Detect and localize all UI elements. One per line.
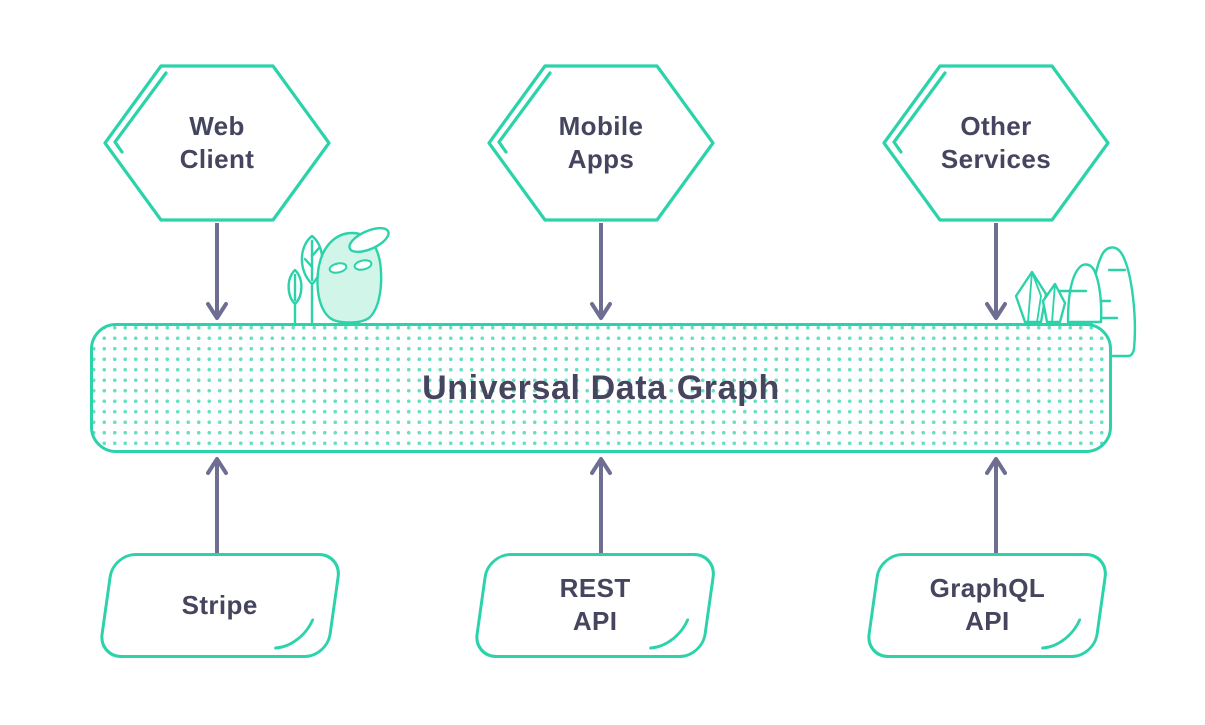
node-label: Stripe xyxy=(182,589,259,620)
hexagon-accent-line-icon xyxy=(113,71,168,154)
node-label: REST API xyxy=(559,573,631,637)
node-label: Other Services xyxy=(940,110,1052,174)
box-node-graphql-api: GraphQL API xyxy=(864,553,1110,658)
hexagon-node-mobile-apps: Mobile Apps xyxy=(486,62,716,224)
node-label: Mobile Apps xyxy=(558,110,644,174)
arrow-down-other-services-icon xyxy=(985,223,1007,320)
node-label: GraphQL API xyxy=(929,573,1045,637)
hexagon-outline-icon xyxy=(487,64,715,222)
node-label: Web Client xyxy=(179,110,255,174)
hexagon-outline-icon xyxy=(882,64,1110,222)
hexagon-node-other-services: Other Services xyxy=(881,62,1111,224)
hexagon-outline-icon xyxy=(103,64,331,222)
arrow-up-graphql-api-icon xyxy=(985,457,1007,554)
corner-swoosh-icon xyxy=(649,618,690,650)
arrow-down-mobile-apps-icon xyxy=(590,223,612,320)
corner-swoosh-icon xyxy=(274,618,315,650)
hexagon-node-web-client: Web Client xyxy=(102,62,332,224)
arrow-down-web-client-icon xyxy=(206,223,228,320)
hexagon-accent-line-icon xyxy=(892,71,947,154)
ghost-mascot-icon xyxy=(287,227,390,327)
box-node-rest-api: REST API xyxy=(472,553,718,658)
box-node-stripe: Stripe xyxy=(97,553,343,658)
universal-data-graph-bar: Universal Data Graph xyxy=(90,323,1112,453)
arrow-up-stripe-icon xyxy=(206,457,228,554)
corner-swoosh-icon xyxy=(1041,618,1082,650)
arrow-up-rest-api-icon xyxy=(590,457,612,554)
hexagon-accent-line-icon xyxy=(497,71,552,154)
bar-title: Universal Data Graph xyxy=(422,368,780,407)
